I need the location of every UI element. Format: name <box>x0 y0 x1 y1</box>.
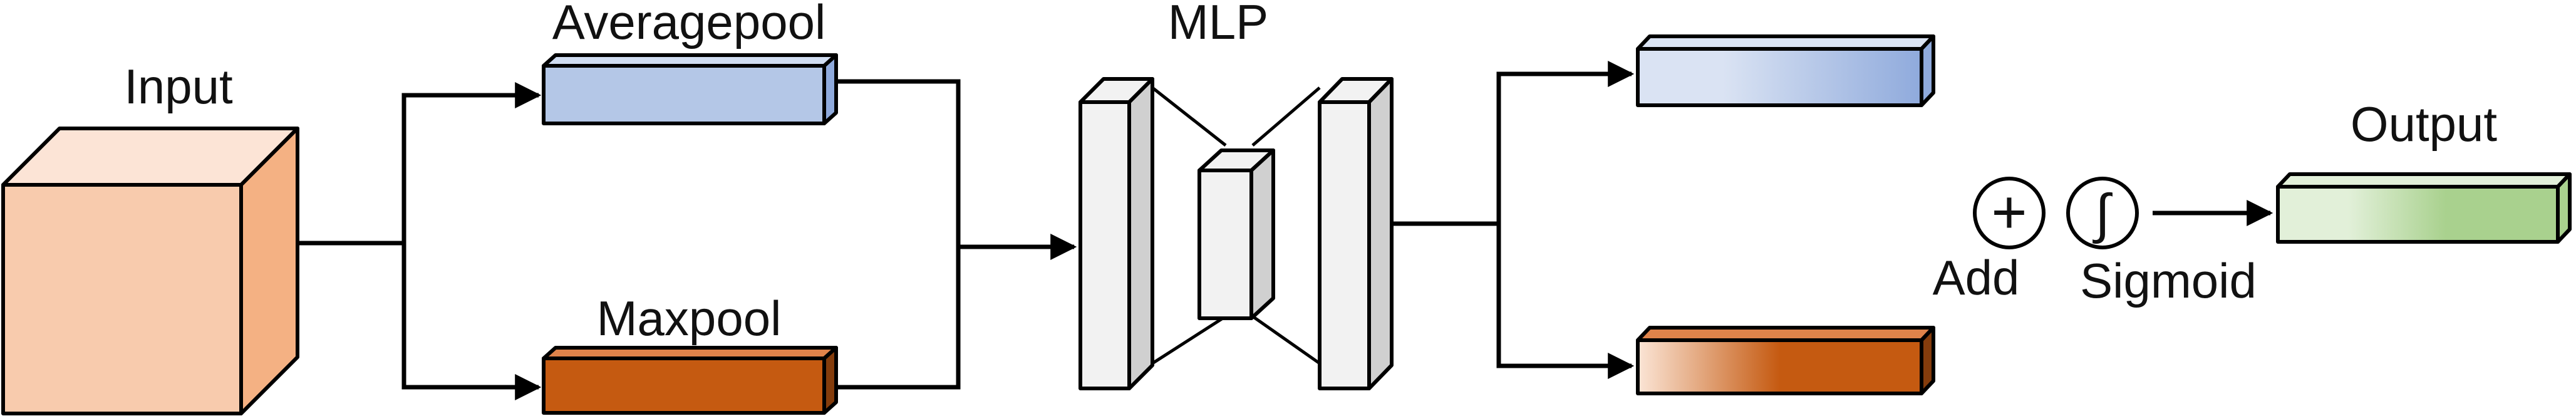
mlp-input-layer <box>1079 77 1154 390</box>
maxpool-bar-front <box>542 356 826 415</box>
mlp-input-layer-front <box>1079 100 1131 390</box>
sigmoid-operator-circle <box>2066 177 2139 249</box>
mlp-decoder-line-bottom <box>1251 315 1321 365</box>
sigmoid-label: Sigmoid <box>2080 253 2257 308</box>
circled-plus-icon: + <box>1991 177 2027 246</box>
mlp-hidden-layer-front <box>1197 169 1253 320</box>
output-bar-front <box>2276 185 2560 244</box>
maxpool-bar <box>542 346 838 415</box>
averagepool-label: Averagepool <box>552 0 826 49</box>
output-label: Output <box>2351 96 2497 152</box>
mlp-hidden-layer <box>1197 148 1275 320</box>
add-operator: + <box>1973 177 2046 249</box>
circled-integral-icon: ∫ <box>2092 184 2113 244</box>
mlp-block <box>1079 77 1394 390</box>
input-label: Input <box>124 59 233 114</box>
avg-branch-output-bar-front <box>1636 47 1923 107</box>
mlp-decoder-line-top <box>1251 86 1321 147</box>
connector-averagepool-to-merge <box>836 79 961 390</box>
mlp-label: MLP <box>1168 0 1268 49</box>
sigmoid-operator: ∫ <box>2066 177 2139 249</box>
averagepool-bar-front <box>542 64 826 125</box>
averagepool-bar <box>542 53 838 125</box>
arrow-to-averagepool <box>401 82 542 243</box>
arrow-to-avg-branch-output <box>1496 61 1635 224</box>
mlp-output-layer-side <box>1367 77 1394 390</box>
arrow-to-max-branch-output <box>1496 224 1635 379</box>
max-branch-output-bar <box>1636 326 1935 395</box>
mlp-encoder-line-top <box>1151 86 1227 147</box>
output-bar <box>2276 172 2572 244</box>
input-cube-front <box>1 183 243 415</box>
mlp-output-layer-front <box>1318 100 1371 390</box>
add-label: Add <box>1933 250 2020 305</box>
max-branch-output-bar-front <box>1636 338 1923 395</box>
mlp-encoder-line-bottom <box>1151 315 1227 365</box>
maxpool-label: Maxpool <box>597 291 782 346</box>
mlp-output-layer <box>1318 77 1394 390</box>
add-operator-circle <box>1973 177 2046 249</box>
arrow-to-maxpool <box>401 243 542 400</box>
mlp-hidden-layer-side <box>1249 148 1275 320</box>
input-cube <box>1 127 299 415</box>
mlp-input-layer-side <box>1127 77 1154 390</box>
avg-branch-output-bar <box>1636 34 1935 107</box>
